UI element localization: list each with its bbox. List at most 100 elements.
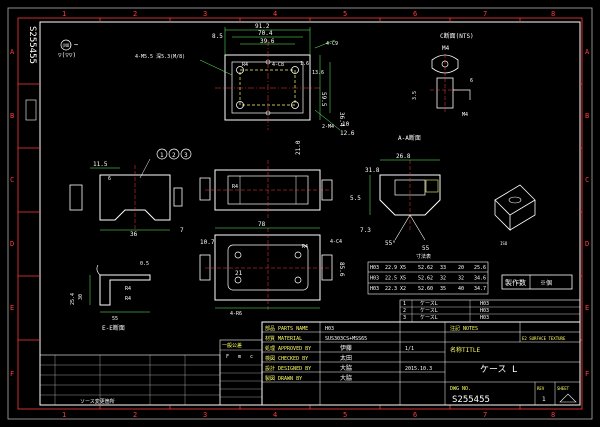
balloon-1: 1 <box>160 152 164 159</box>
svg-text:ISO: ISO <box>500 241 508 246</box>
dim-10-7: 10.7 <box>200 239 215 246</box>
view-label-aa: A-A断面 <box>398 134 421 142</box>
dim-r4-e2: R4 <box>125 296 131 302</box>
dim-4-m5-5: 4-M5.5 深5.3(M/8) <box>135 53 185 60</box>
ref-table-cell: 25.6 <box>474 265 486 271</box>
dim-r4-e1: R4 <box>125 286 131 292</box>
section-a-a-view: A-A断面 26.8 31.8 5.5 7.3 55° 55 <box>350 134 441 252</box>
tb-label-material: 材質 MATERIAL <box>265 335 302 342</box>
zone-col-6: 6 <box>413 10 417 18</box>
ref-table-cell: X2 <box>400 286 406 292</box>
dim-55-deg: 55° <box>385 240 396 247</box>
ref-table-cell: H03 <box>370 276 379 282</box>
general-tolerance-block: 一般公差 F m c <box>219 339 263 406</box>
zone-row-d-right: D <box>585 240 589 248</box>
ref-table-cell: 22.5 <box>385 276 397 282</box>
zone-row-a-right: A <box>585 48 590 56</box>
quantity-value: ※個 <box>540 279 552 287</box>
ref-table-cell: 52.60 <box>418 286 433 292</box>
dim-21-0: 21.0 <box>295 140 302 155</box>
tb-value-checked: 太田 <box>340 354 352 362</box>
zone-col-5: 5 <box>343 10 347 18</box>
dim-12-6: 12.6 <box>340 130 355 137</box>
zone-col-1-bottom: 1 <box>62 411 66 419</box>
zone-row-e: E <box>10 304 14 312</box>
surface-finish-label: ▽(▽▽) <box>58 52 76 59</box>
dim-7: 7 <box>180 227 184 234</box>
part-list-cell: H03 <box>480 301 489 307</box>
part-list-cell: ケースL <box>420 314 438 321</box>
part-list-cell: ケースL <box>420 300 438 307</box>
dim-39-6: 39.6 <box>260 38 275 45</box>
tb-dwg-label: DWG NO. <box>450 386 471 392</box>
dim-13-6: 13.6 <box>312 70 324 76</box>
ref-table-cell: 20 <box>458 265 464 271</box>
part-list-cell: 1 <box>403 301 406 307</box>
zone-col-1: 1 <box>62 10 66 18</box>
zone-row-c: C <box>10 176 14 184</box>
tb-value-drawn: 大脇 <box>340 374 352 382</box>
dim-85-6: 85.6 <box>338 262 345 277</box>
zone-col-8-bottom: 8 <box>551 411 555 419</box>
zone-col-5-bottom: 5 <box>343 411 347 419</box>
part-list-cell: 2 <box>403 308 406 314</box>
ref-table-cell: H03 <box>370 265 379 271</box>
ref-table-cell: 22.3 <box>385 286 397 292</box>
tb-title-label: 名称TITLE <box>450 346 480 354</box>
zone-col-6-bottom: 6 <box>413 411 417 419</box>
zone-col-3-bottom: 3 <box>203 411 207 419</box>
ref-table-cell: 32 <box>458 276 464 282</box>
tb-label-designed: 設計 DESIGNED BY <box>265 365 311 372</box>
tb-label-drawn: 製図 DRAWN BY <box>265 375 302 382</box>
dim-59-5: 59.5 <box>320 92 327 107</box>
ref-table-cell: 34.6 <box>474 276 486 282</box>
dim-30: 30 <box>78 294 84 300</box>
bottom-plan-view: 10.7 78 4-C4 4-R6 21 85.6 R4 <box>199 221 345 317</box>
side-elevation-view: 36 11.5 7 6 <box>69 161 184 238</box>
dim-36-4: 36.4 <box>338 112 345 127</box>
ref-table-cell: 52.62 <box>418 265 433 271</box>
tb-value-material: SUS303CS+MSS65 <box>325 336 367 342</box>
detail-c-view: C断面(NTS) M4 3.5 M4 6 <box>412 32 474 118</box>
dim-55: 55 <box>422 245 430 252</box>
title-block: 部品 PARTS NAME H03 注記 NOTES E2 SURFACE TE… <box>261 321 581 406</box>
zone-row-f-right: F <box>585 370 589 378</box>
tolerance-m: m <box>238 354 241 360</box>
balloon-3: 3 <box>184 152 188 159</box>
part-list-cell: H03 <box>480 308 489 314</box>
svg-text:~: ~ <box>74 41 78 49</box>
ref-table-cell: 32 <box>440 276 446 282</box>
dim-4-c9: 4-C9 <box>326 41 338 47</box>
ref-table-cell: H03 <box>370 286 379 292</box>
front-elevation-view: R4 <box>199 160 333 220</box>
tb-label-approved: 処理 APPROVED BY <box>265 345 311 352</box>
dim-10: 10 <box>342 121 350 128</box>
dim-r4-front: R4 <box>232 184 238 190</box>
zone-labels: 1 2 3 4 5 6 7 8 1 2 3 4 5 6 7 8 A B C D … <box>10 10 590 419</box>
tolerance-title: 一般公差 <box>222 342 242 349</box>
dim-2-m4: 2-M4 <box>322 124 334 130</box>
view-label-ee: E-E断面 <box>102 324 125 332</box>
dim-8-5: 8.5 <box>212 33 223 40</box>
zone-col-2-bottom: 2 <box>133 411 137 419</box>
dim-55-detail: 55 <box>112 316 118 322</box>
dim-4-c4: 4-C4 <box>330 239 342 245</box>
tb-value-approved: 伊藤 <box>340 344 352 352</box>
isometric-view: ISO <box>494 184 536 246</box>
zone-row-f: F <box>10 370 14 378</box>
corner-box <box>25 99 37 121</box>
zone-row-b-right: B <box>585 112 589 120</box>
dim-21: 21 <box>235 270 243 277</box>
part-list-cell: ケースL <box>420 307 438 314</box>
red-frame <box>17 17 583 410</box>
zone-row-d: D <box>10 240 14 248</box>
dim-11-3: 31.8 <box>365 167 380 174</box>
projection-symbol <box>559 393 577 403</box>
quantity-box: 製作数 ※個 <box>501 274 573 290</box>
ref-table-cell: 52.62 <box>418 276 433 282</box>
tb-notes-label: 注記 NOTES <box>450 325 478 332</box>
surface-finish-note: (NO) ~ ▽(▽▽) <box>58 39 78 59</box>
